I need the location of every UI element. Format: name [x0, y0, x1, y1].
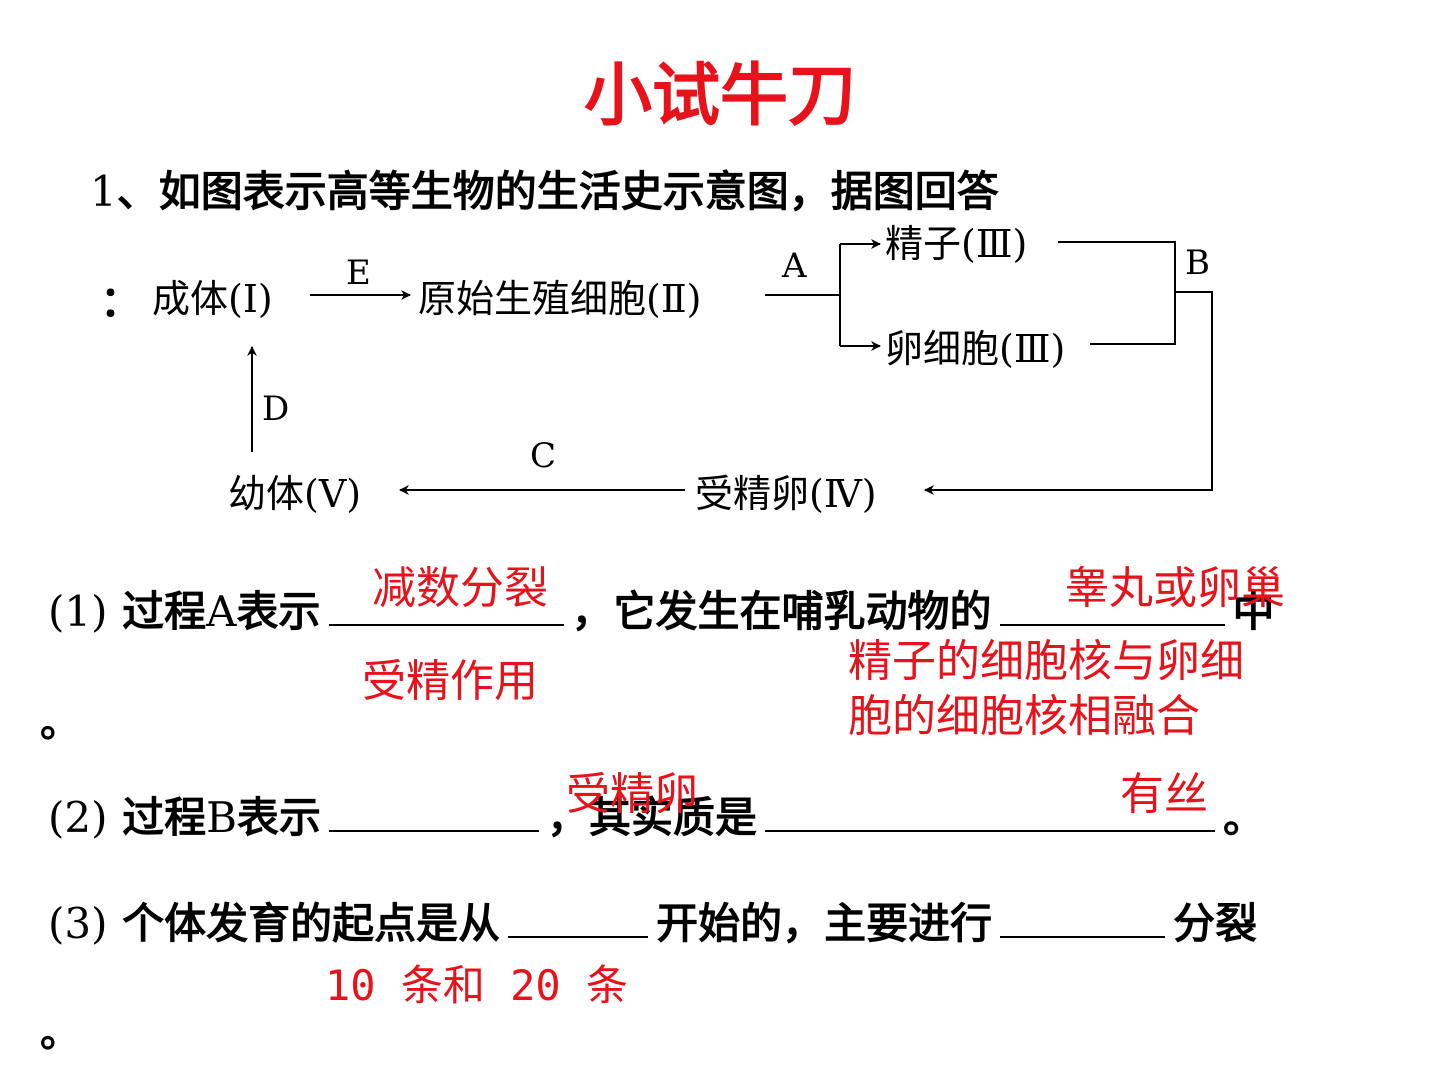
item-3-text-b: 开始的，主要进行 [656, 899, 993, 948]
item-2: (2) 过程B表示 ，其实质是 。 [48, 784, 1265, 845]
node-adult: 成体(Ⅰ) [152, 277, 273, 321]
item-3-number: (3) [48, 899, 108, 948]
node-egg: 卵细胞(Ⅲ) [885, 327, 1065, 371]
item-3-end: 。 [40, 1010, 80, 1056]
item-1-end: 。 [40, 700, 80, 746]
item-3-text-a: 个体发育的起点是从 [122, 899, 501, 948]
label-a: A [781, 246, 807, 286]
label-b: B [1185, 243, 1210, 283]
item-3-blank-1[interactable] [508, 902, 649, 938]
answer-nuclear-fusion-line2: 胞的细胞核相融合 [848, 691, 1200, 742]
item-2-end: 。 [1223, 793, 1266, 842]
label-c: C [530, 436, 556, 476]
label-d: D [262, 389, 289, 429]
item-1-letter: A [206, 587, 237, 636]
answer-zygote: 受精卵 [566, 769, 698, 820]
answer-meiosis: 减数分裂 [372, 563, 548, 614]
item-2-text-a: 过程 [122, 793, 207, 842]
page-title: 小试牛刀 [583, 57, 856, 136]
item-1-text-c: ，它发生在哺乳动物的 [571, 587, 992, 636]
label-e: E [346, 253, 371, 293]
item-1-blank-2[interactable] [999, 590, 1225, 626]
item-3-text-c: 分裂 [1173, 899, 1258, 948]
answer-fertilization: 受精作用 [362, 656, 538, 707]
diagram-background [130, 222, 1240, 527]
item-1-text-a: 过程 [122, 587, 207, 636]
answer-chromosome-count: 10 条和 20 条 [325, 961, 629, 1010]
answer-nuclear-fusion-line1: 精子的细胞核与卵细 [848, 636, 1244, 687]
item-1-text-b: 表示 [236, 587, 321, 636]
item-2-letter: B [206, 793, 238, 842]
item-2-number: (2) [48, 793, 108, 842]
answer-testis-or-ovary: 睾丸或卵巢 [1065, 563, 1285, 614]
node-zygote: 受精卵(Ⅳ) [695, 472, 877, 516]
item-2-blank-2[interactable] [765, 796, 1216, 832]
node-sperm: 精子(Ⅲ) [885, 222, 1027, 266]
item-3: (3) 个体发育的起点是从 开始的，主要进行 分裂 [48, 890, 1257, 951]
item-1-blank-1[interactable] [328, 590, 564, 626]
item-1-number: (1) [48, 587, 108, 636]
item-3-blank-2[interactable] [1000, 902, 1166, 938]
item-1: (1) 过程A表示 ，它发生在哺乳动物的 中 [48, 578, 1275, 639]
question-number: 1 [90, 167, 117, 216]
arrow-b [924, 291, 1213, 495]
life-cycle-diagram: 成体(Ⅰ) 原始生殖细胞(Ⅱ) 精子(Ⅲ) 卵细胞(Ⅲ) 受精卵(Ⅳ) 幼体(Ⅴ… [130, 222, 1240, 527]
item-2-text-b: 表示 [237, 793, 322, 842]
question-stem: 1、如图表示高等生物的生活史示意图，据图回答 [90, 158, 999, 219]
answer-mitosis: 有丝 [1120, 769, 1208, 820]
question-stem-text: 、如图表示高等生物的生活史示意图，据图回答 [116, 167, 999, 216]
item-1-text-d: 中 [1232, 587, 1275, 636]
node-primordial-cell: 原始生殖细胞(Ⅱ) [418, 277, 701, 321]
item-2-text-c: ，其实质是 [547, 793, 758, 842]
item-2-blank-1[interactable] [329, 796, 540, 832]
node-juvenile: 幼体(Ⅴ) [228, 472, 361, 516]
